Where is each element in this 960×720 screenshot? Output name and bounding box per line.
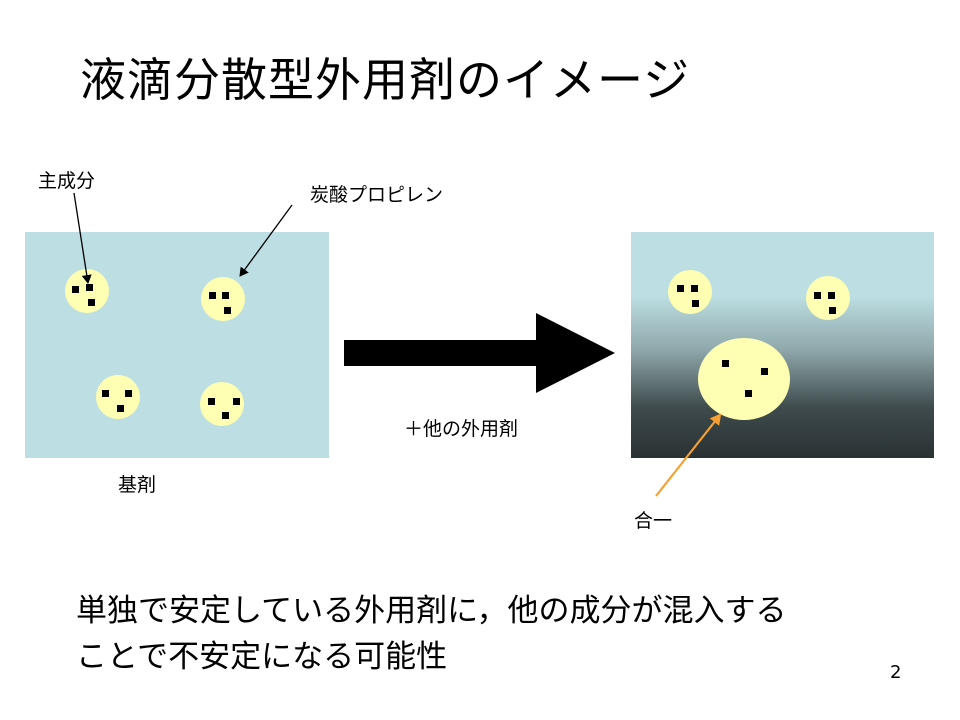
label-main-component: 主成分 — [38, 170, 96, 192]
droplet-left-1 — [65, 269, 109, 313]
label-merge: 合一 — [634, 510, 673, 532]
pointer-propylene-carbonate — [239, 204, 293, 277]
caption-line-1: 単独で安定している外用剤に，他の成分が混入する — [76, 593, 787, 629]
pointer-merge — [655, 413, 722, 497]
droplet-left-4 — [200, 382, 244, 426]
panel-stable-base — [25, 232, 329, 458]
label-base: 基剤 — [118, 474, 157, 496]
panel-destabilized-base — [631, 232, 934, 458]
transition-arrow — [344, 313, 615, 393]
page-number: 2 — [890, 662, 902, 683]
label-propylene-carbonate: 炭酸プロピレン — [310, 184, 444, 206]
droplet-left-2 — [201, 277, 245, 321]
droplet-right-1 — [668, 270, 712, 314]
caption-line-2: ことで不安定になる可能性 — [76, 639, 448, 675]
caption: 単独で安定している外用剤に，他の成分が混入する ことで不安定になる可能性 — [76, 588, 787, 680]
label-other-topical: ＋他の外用剤 — [404, 418, 519, 440]
merged-droplet — [698, 338, 790, 420]
droplet-left-3 — [96, 375, 140, 419]
slide-title: 液滴分散型外用剤のイメージ — [80, 53, 691, 107]
pointer-main-component — [73, 192, 92, 284]
droplet-right-2 — [806, 276, 850, 320]
